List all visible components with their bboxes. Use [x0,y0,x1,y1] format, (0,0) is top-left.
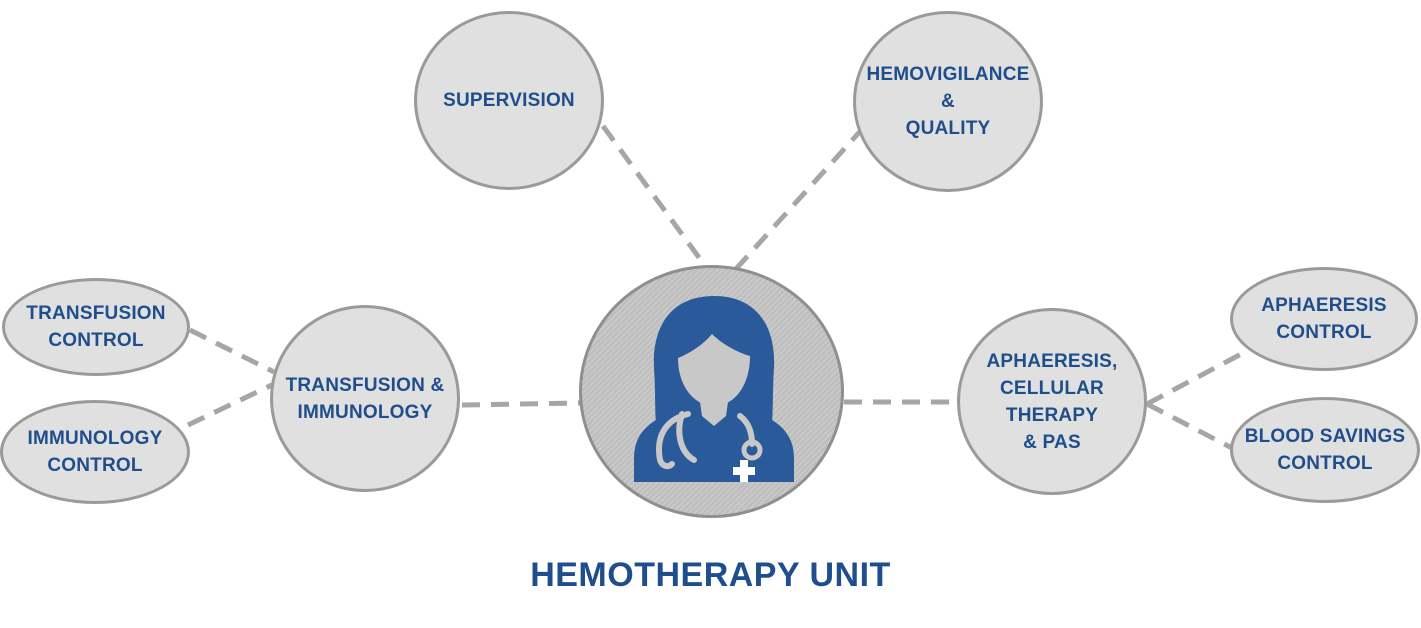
connector-center-transfusion-immunology [461,400,581,408]
node-label-line: CONTROL [1277,453,1373,474]
node-label-line: HEMOVIGILANCE [866,64,1030,85]
node-supervision: SUPERVISION [414,11,604,190]
node-hemovigilance-quality: HEMOVIGILANCE & QUALITY [853,11,1043,192]
node-transfusion-immunology: TRANSFUSION & IMMUNOLOGY [270,305,460,492]
node-label-line: IMMUNOLOGY [297,401,433,423]
node-label-line: APHAERESIS, [986,350,1118,372]
connector-ti-transfusion-control [188,327,276,375]
node-aphaeresis-control: APHAERESIS CONTROL [1230,267,1418,371]
node-label-line: CONTROL [48,330,144,351]
node-label-line: CELLULAR [1000,377,1104,399]
node-blood-savings-control: BLOOD SAVINGS CONTROL [1230,397,1420,503]
node-label-line: BLOOD SAVINGS [1244,426,1406,447]
node-label-line: QUALITY [905,118,991,139]
connector-ti-immunology-control [186,381,276,428]
node-label-line: CONTROL [47,455,143,476]
node-label-line: & PAS [1023,431,1081,453]
doctor-icon [634,296,794,482]
connector-acp-blood-savings-control [1145,401,1234,451]
node-aphaeresis-cellular-therapy-pas: APHAERESIS, CELLULAR THERAPY & PAS [957,308,1147,495]
diagram-title: HEMOTHERAPY UNIT [530,556,891,594]
node-label-line: CONTROL [1276,322,1372,343]
node-label-line: TRANSFUSION [26,303,166,324]
node-label-line: SUPERVISION [443,90,575,111]
node-label-line: & [941,91,955,112]
node-label-line: IMMUNOLOGY [27,428,163,449]
connector-center-hemovigilance [733,125,866,272]
node-label-line: TRANSFUSION & [285,374,445,396]
node-transfusion-control: TRANSFUSION CONTROL [2,278,190,376]
node-label-line: THERAPY [1005,404,1099,426]
connector-center-supervision [600,124,706,265]
center-node-doctor [579,265,844,518]
node-immunology-control: IMMUNOLOGY CONTROL [0,400,190,504]
node-label-line: APHAERESIS [1261,295,1387,316]
connector-acp-aphaeresis-control [1145,350,1245,407]
